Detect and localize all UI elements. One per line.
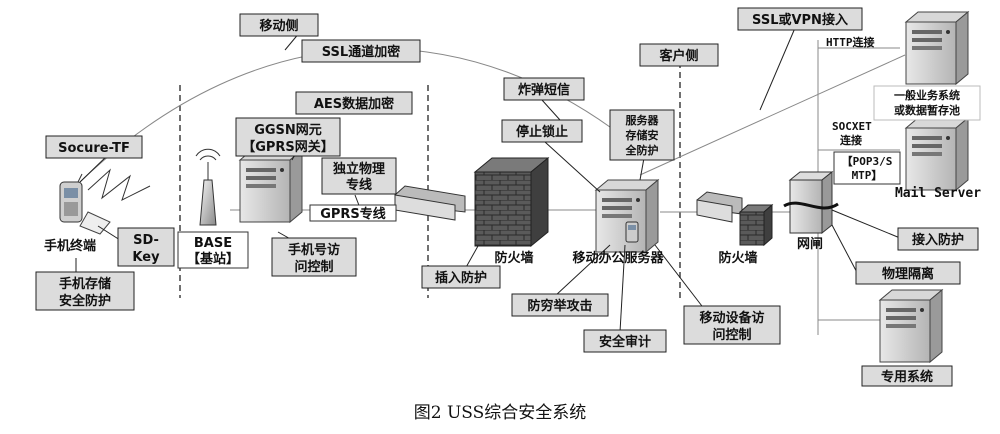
callout-server-storage: 服务器 存储安 全防护: [609, 109, 675, 161]
svg-text:【基站】: 【基站】: [187, 251, 239, 267]
label-socket-2: 连接: [840, 133, 862, 147]
svg-text:一般业务系统: 一般业务系统: [894, 88, 960, 102]
svg-text:接入防护: 接入防护: [912, 232, 964, 248]
svg-text:Key: Key: [132, 250, 160, 265]
svg-text:问控制: 问控制: [712, 327, 751, 343]
label-general-system: 一般业务系统 或数据暂存池: [873, 85, 981, 121]
firewall-icon: [473, 156, 550, 248]
callout-phone-storage: 手机存储 安全防护: [35, 271, 135, 311]
svg-text:手机号访: 手机号访: [288, 242, 340, 258]
general-system-server-icon: [905, 11, 969, 85]
callout-anti-brute: 防穷举攻击: [511, 293, 609, 317]
callout-dedicated-line: 独立物理 专线: [321, 157, 397, 195]
label-firewall-2: 防火墙: [718, 250, 757, 266]
router-icon: [394, 185, 466, 221]
svg-text:SSL或VPN接入: SSL或VPN接入: [752, 12, 848, 28]
svg-text:防穷举攻击: 防穷举攻击: [527, 298, 592, 314]
label-socket-1: SOCXET: [832, 120, 872, 133]
label-firewall-1: 防火墙: [494, 250, 533, 266]
label-base: BASE 【基站】: [177, 231, 249, 269]
svg-text:安全防护: 安全防护: [59, 293, 111, 309]
svg-text:炸弹短信: 炸弹短信: [518, 82, 570, 98]
dedicated-system-server-icon: [879, 289, 943, 363]
firewall-icon: [738, 203, 774, 247]
label-gatekeeper: 网闸: [797, 236, 823, 252]
svg-text:【GPRS网关】: 【GPRS网关】: [242, 139, 334, 155]
label-mobile-server: 移动办公服务器: [572, 250, 664, 266]
svg-text:安全审计: 安全审计: [599, 334, 651, 350]
svg-text:SSL通道加密: SSL通道加密: [322, 44, 400, 60]
svg-text:服务器: 服务器: [626, 113, 660, 127]
label-mail-server: Mail Server: [895, 186, 981, 201]
line-to-general: [639, 54, 906, 176]
svg-text:GGSN网元: GGSN网元: [254, 123, 322, 138]
antenna-tower-icon: [195, 148, 221, 226]
callout-bomb-sms: 炸弹短信: [503, 77, 585, 101]
callout-sd-key: SD- Key: [117, 227, 175, 267]
label-pop3: 【POP3/S MTP】: [833, 151, 901, 185]
svg-text:GPRS专线: GPRS专线: [320, 206, 386, 222]
svg-text:移动设备访: 移动设备访: [699, 310, 764, 326]
svg-text:专线: 专线: [346, 177, 372, 193]
router-icon: [696, 191, 743, 223]
svg-text:物理隔离: 物理隔离: [882, 266, 934, 282]
svg-text:SD-: SD-: [133, 233, 159, 248]
svg-text:问控制: 问控制: [294, 259, 333, 275]
gatekeeper-icon: [783, 170, 839, 235]
callout-ggsn: GGSN网元 【GPRS网关】: [235, 117, 341, 157]
label-dedicated-system: 专用系统: [861, 365, 953, 387]
svg-text:AES数据加密: AES数据加密: [314, 96, 394, 112]
svg-text:MTP】: MTP】: [852, 169, 883, 182]
svg-text:专用系统: 专用系统: [881, 369, 933, 385]
callout-physical-isolation: 物理隔离: [855, 261, 961, 285]
label-http: HTTP连接: [826, 35, 875, 49]
svg-text:全防护: 全防护: [625, 143, 659, 157]
svg-text:BASE: BASE: [194, 236, 232, 251]
figure-caption: 图2 USS综合安全系统: [414, 403, 587, 423]
callout-ssl-vpn: SSL或VPN接入: [737, 7, 863, 31]
svg-text:手机存储: 手机存储: [59, 276, 111, 292]
svg-text:Socure-TF: Socure-TF: [58, 141, 130, 156]
svg-text:移动侧: 移动侧: [259, 18, 298, 34]
callout-security-audit: 安全审计: [583, 329, 667, 353]
callout-stop-lock: 停止锁止: [501, 119, 583, 143]
label-gprs-line: GPRS专线: [309, 204, 397, 222]
svg-text:或数据暂存池: 或数据暂存池: [894, 103, 960, 117]
wireless-signal-icon: [87, 168, 151, 201]
svg-text:客户侧: 客户侧: [659, 48, 698, 64]
ggsn-server-icon: [239, 149, 303, 223]
mobile-phone-icon: [59, 173, 83, 223]
small-phone-icon: [625, 221, 639, 243]
callout-client-side: 客户侧: [639, 43, 719, 67]
callout-access-protect: 接入防护: [897, 227, 979, 251]
svg-text:【POP3/S: 【POP3/S: [842, 155, 893, 168]
callout-aes: AES数据加密: [295, 91, 413, 115]
callout-phone-access: 手机号访 问控制: [271, 237, 357, 277]
callout-insert-protect: 插入防护: [421, 265, 501, 289]
callout-device-access: 移动设备访 问控制: [683, 305, 781, 345]
svg-text:停止锁止: 停止锁止: [516, 124, 568, 140]
label-phone: 手机终端: [44, 238, 96, 254]
mail-server-icon: [905, 117, 969, 191]
callout-mobile-side: 移动侧: [239, 13, 319, 37]
svg-text:插入防护: 插入防护: [435, 270, 487, 286]
callout-ssl-tunnel: SSL通道加密: [301, 39, 421, 63]
svg-text:独立物理: 独立物理: [333, 161, 385, 177]
svg-text:存储安: 存储安: [626, 128, 659, 142]
callout-socure-tf: Socure-TF: [45, 135, 143, 159]
